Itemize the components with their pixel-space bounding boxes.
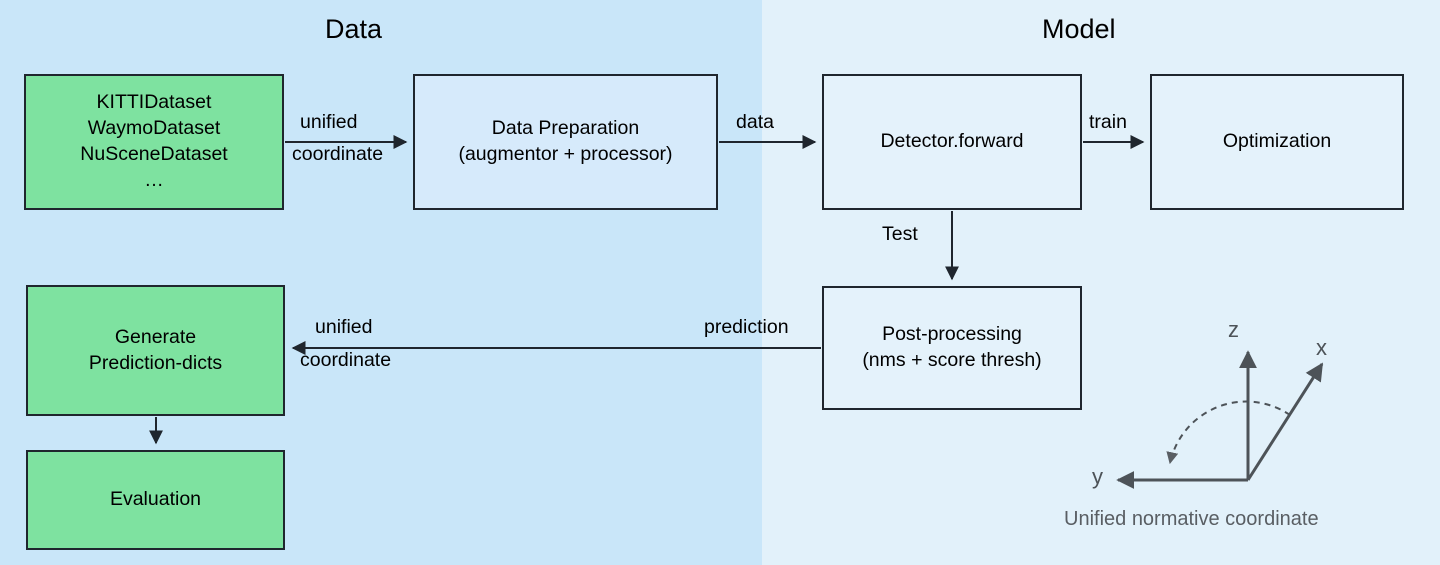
- node-generate-prediction-dicts[interactable]: Generate Prediction-dicts: [26, 285, 285, 416]
- node-datasets-label: KITTIDataset WaymoDataset NuSceneDataset…: [80, 91, 228, 191]
- edge-label-test: Test: [882, 223, 918, 245]
- node-data-preparation-label: Data Preparation (augmentor + processor): [458, 117, 673, 165]
- node-datasets[interactable]: KITTIDataset WaymoDataset NuSceneDataset…: [24, 74, 284, 210]
- node-detector-forward[interactable]: Detector.forward: [822, 74, 1082, 210]
- node-detector-forward-label: Detector.forward: [880, 130, 1024, 153]
- axis-label-y: y: [1092, 464, 1103, 489]
- coordinate-caption: Unified normative coordinate: [1064, 508, 1319, 530]
- axis-label-z: z: [1228, 317, 1239, 342]
- node-post-processing[interactable]: Post-processing (nms + score thresh): [822, 286, 1082, 410]
- node-evaluation[interactable]: Evaluation: [26, 450, 285, 550]
- panel-title-data: Data: [325, 14, 383, 44]
- node-optimization-label: Optimization: [1222, 130, 1332, 153]
- edge-label-coordinate-bottom: coordinate: [300, 349, 392, 371]
- edge-label-train: train: [1089, 111, 1127, 133]
- node-evaluation-label: Evaluation: [109, 488, 202, 511]
- node-optimization[interactable]: Optimization: [1150, 74, 1404, 210]
- node-post-processing-label: Post-processing (nms + score thresh): [862, 323, 1042, 371]
- edge-label-coordinate-top: coordinate: [292, 143, 384, 165]
- axis-label-x: x: [1316, 335, 1327, 360]
- edge-label-prediction: prediction: [704, 316, 789, 338]
- edge-label-unified-coordinate-bottom: unified: [315, 316, 373, 338]
- edge-label-data: data: [736, 111, 774, 133]
- node-generate-prediction-dicts-label: Generate Prediction-dicts: [88, 325, 223, 374]
- node-data-preparation[interactable]: Data Preparation (augmentor + processor): [413, 74, 718, 210]
- panel-title-model: Model: [1042, 14, 1116, 44]
- edge-label-unified-coordinate-top: unified: [300, 111, 358, 133]
